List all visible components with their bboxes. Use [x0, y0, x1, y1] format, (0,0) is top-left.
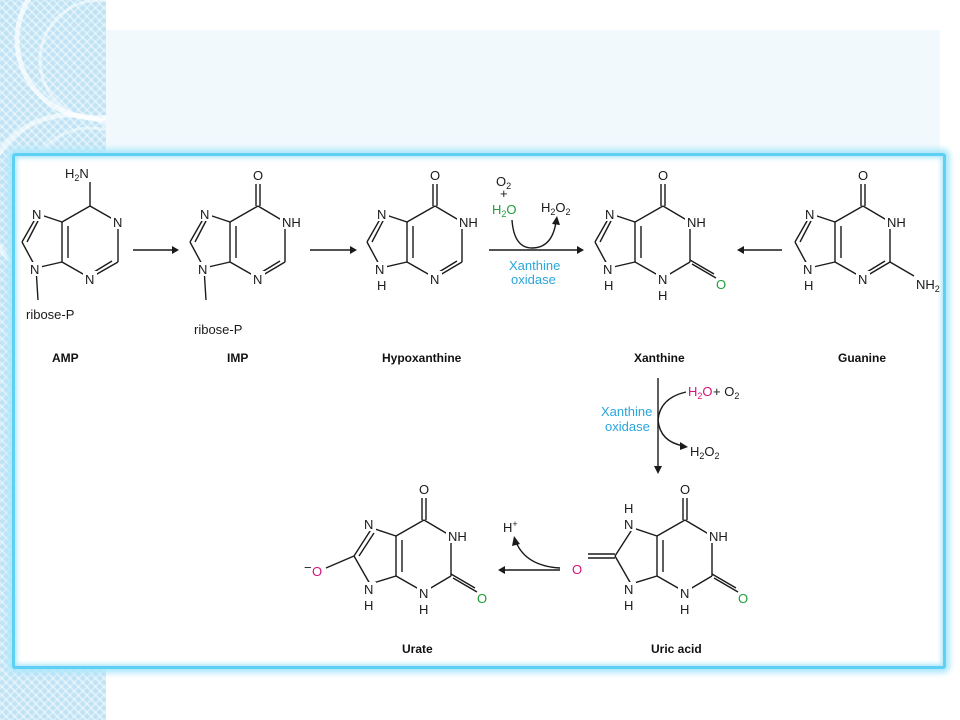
uric-acid-o6: O: [680, 482, 690, 497]
hypoxanthine-nh1: NH: [459, 215, 478, 230]
uric-acid-o8: O: [572, 562, 582, 577]
xanthine-nh1: NH: [687, 215, 706, 230]
uric-acid-label: Uric acid: [651, 642, 702, 656]
urate-o8: O: [312, 564, 322, 579]
uric-acid-nh1: NH: [709, 529, 728, 544]
xanthine-o6: O: [658, 168, 668, 183]
compound-guanine: O NH N NH2 N N H Guanine: [794, 168, 940, 365]
reaction1-enzyme-line2: oxidase: [511, 272, 556, 287]
imp-n3: N: [253, 272, 262, 287]
reaction1-h2o2: H2O2: [541, 200, 571, 217]
urate-nh1: NH: [448, 529, 467, 544]
reaction-hypoxanthine-to-xanthine: O2 + H2O H2O2 Xanthine oxidase: [489, 174, 584, 287]
uric-acid-h3: H: [680, 602, 689, 617]
xanthine-h9: H: [604, 278, 613, 293]
urate-h3: H: [419, 602, 428, 617]
urate-o6: O: [419, 482, 429, 497]
guanine-o6: O: [858, 168, 868, 183]
imp-n7: N: [200, 207, 209, 222]
urate-o2: O: [477, 591, 487, 606]
xanthine-o2-new: O: [716, 277, 726, 292]
hypoxanthine-n9: N: [375, 262, 384, 277]
urate-minus: −: [304, 560, 312, 575]
reaction-xanthine-to-uric-acid: H2O + O2 H2O2 Xanthine oxidase: [601, 378, 739, 474]
hypoxanthine-n7: N: [377, 207, 386, 222]
amp-amine-label: H2N: [65, 166, 89, 183]
uric-acid-o2: O: [738, 591, 748, 606]
compound-hypoxanthine: O NH N N N H Hypoxanthine: [366, 168, 481, 365]
curved-arrow-reaction2: [657, 391, 687, 447]
uric-acid-n9: N: [624, 582, 633, 597]
reaction1-h2o: H2O: [492, 202, 517, 219]
reaction-uric-acid-to-urate: H+: [498, 519, 561, 574]
compound-amp: H2N N N N N ribose-P AMP: [21, 166, 125, 365]
amp-n1: N: [113, 215, 122, 230]
uric-acid-h9: H: [624, 598, 633, 613]
guanine-n3: N: [858, 272, 867, 287]
uric-acid-h7: H: [624, 501, 633, 516]
uric-acid-n7: N: [624, 517, 633, 532]
amp-ribose: ribose-P: [26, 307, 74, 322]
imp-o6: O: [253, 168, 263, 183]
hypoxanthine-n3: N: [430, 272, 439, 287]
amp-label: AMP: [52, 351, 79, 365]
imp-ribose: ribose-P: [194, 322, 242, 337]
imp-n9: N: [198, 262, 207, 277]
reaction1-enzyme-line1: Xanthine: [509, 258, 560, 273]
hypoxanthine-o6: O: [430, 168, 440, 183]
xanthine-label: Xanthine: [634, 351, 685, 365]
reaction1-o2: O2: [496, 174, 511, 191]
guanine-n9: N: [803, 262, 812, 277]
guanine-h9: H: [804, 278, 813, 293]
reaction1-plus: +: [500, 186, 508, 201]
compound-xanthine: O O NH N H N N H Xanthine: [594, 168, 726, 365]
xanthine-n3: N: [658, 272, 667, 287]
urate-n9: N: [364, 582, 373, 597]
guanine-nh2: NH2: [916, 277, 940, 294]
urate-label: Urate: [402, 642, 433, 656]
amp-n3: N: [85, 272, 94, 287]
imp-nh1: NH: [282, 215, 301, 230]
guanine-label: Guanine: [838, 351, 886, 365]
xanthine-n7: N: [605, 207, 614, 222]
guanine-nh1: NH: [887, 215, 906, 230]
slide-top-band: [106, 30, 940, 158]
reaction2-h2o: H2O: [688, 384, 713, 401]
amp-n9: N: [30, 262, 39, 277]
proton-label: H+: [503, 519, 518, 535]
amp-n7: N: [32, 207, 41, 222]
curved-arrow-proton-release: [515, 541, 561, 569]
urate-h9: H: [364, 598, 373, 613]
reaction2-o2: + O2: [713, 384, 739, 401]
urate-n3: N: [419, 586, 428, 601]
reaction2-enzyme-line2: oxidase: [605, 419, 650, 434]
imp-label: IMP: [227, 351, 248, 365]
urate-n7: N: [364, 517, 373, 532]
compound-uric-acid: O O O NH N H N H N H Uric acid: [572, 482, 748, 656]
xanthine-h3: H: [658, 288, 667, 303]
curved-arrow-reaction1: [511, 219, 557, 249]
hypoxanthine-label: Hypoxanthine: [382, 351, 462, 365]
hypoxanthine-h9: H: [377, 278, 386, 293]
xanthine-n9: N: [603, 262, 612, 277]
compound-urate: O O − O NH N H N N H Urate: [304, 482, 487, 656]
compound-imp: O NH N N N ribose-P IMP: [189, 168, 304, 365]
guanine-n7: N: [805, 207, 814, 222]
reaction2-h2o2: H2O2: [690, 444, 720, 461]
reaction2-enzyme-line1: Xanthine: [601, 404, 652, 419]
uric-acid-n3: N: [680, 586, 689, 601]
diagram-frame: [12, 153, 946, 669]
